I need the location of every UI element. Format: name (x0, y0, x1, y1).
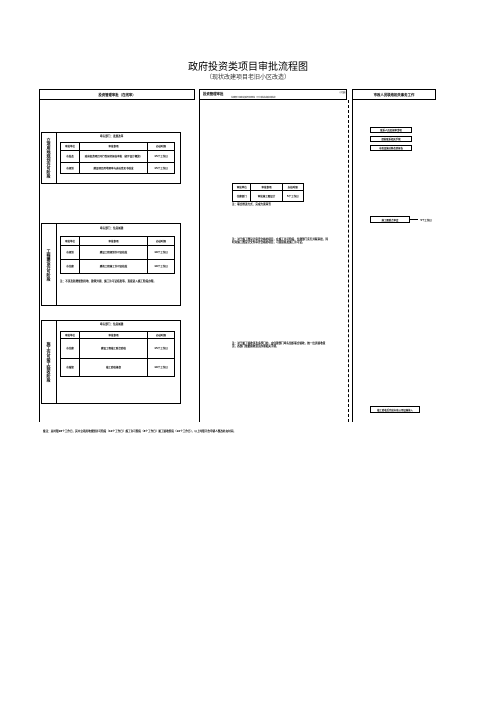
stage3-lead: 牵头部门：住房城建 (100, 323, 124, 326)
stage2-side-note: 注：对于施工图设计审查合格的项目，在施工许可阶段，住建部门实行并联审批，同时对施… (232, 238, 328, 245)
lane-header-2-tag: （可选） (338, 91, 348, 94)
stage1-sep (56, 133, 57, 183)
page-title: 政府投资类项目审批流程图 (188, 62, 308, 73)
stage1-label: 立项用地规划许可阶段 (46, 138, 52, 178)
stage2-label: 工程建设许可阶段 (46, 248, 52, 281)
lane-border-left (39, 100, 40, 422)
lane-header-2-note: 住建部门组织的联合审查等（平行推进或联动推进） (231, 96, 278, 99)
lane-header-3: 市政人员联络相关事务工作 (352, 89, 436, 100)
stage3-side-note: 注：对于竣工验收涉及多部门的，由住建部门牵头组织联合验收，统一出具验收意见，各部… (232, 342, 326, 349)
stage2-note: 注：不涉及新增规划用地、建筑外观、施工许可证核发等，直接进入施工阶段办理。 (60, 280, 156, 283)
right-mid-connector (410, 219, 418, 220)
stage2-lead: 牵头部门：住房城建 (100, 227, 124, 230)
stage1-table: 审批单位审批事项办结时限 市发改政府投资项目可行性研究报告审批（初步设计概算）1… (60, 142, 175, 174)
stage2-sep (56, 224, 57, 305)
right-box-1: 联系人员及报审事项 (370, 127, 412, 133)
stage3-sep (56, 321, 57, 403)
footer-note: 备注：总时限28个工作日，其中立项用地规划许可阶段（10个工作日）施工许可阶段（… (43, 430, 236, 433)
right-mid-days: 5个工作日 (418, 216, 434, 223)
page-subtitle: （现状改建项目老旧小区改造） (205, 74, 290, 81)
stage1-lead: 牵头部门：发展改革 (100, 135, 124, 138)
lane-header-1: 投资管理审批（在线审） (39, 89, 195, 100)
mid-table-note: 注：联合推进方式、完成方案审查 (232, 203, 271, 206)
right-box-2: 提前联系相关手续 (370, 136, 412, 142)
right-mid-box: 施工图联合审查 (370, 216, 410, 223)
right-box-3: 市政设施迁移改造报告 (370, 145, 412, 151)
lane-divider-2 (348, 100, 349, 422)
lane-header-2: 投资管理审批 住建部门组织的联合审查等（平行推进或联动推进） (199, 89, 347, 100)
stage3-right-box: 竣工验收后完成市政公用设施接入 (370, 406, 420, 413)
lane-divider-1 (199, 100, 200, 422)
lane-divider-3 (352, 100, 353, 422)
stage3-label: 施工许可竣工验收阶段 (46, 342, 52, 382)
